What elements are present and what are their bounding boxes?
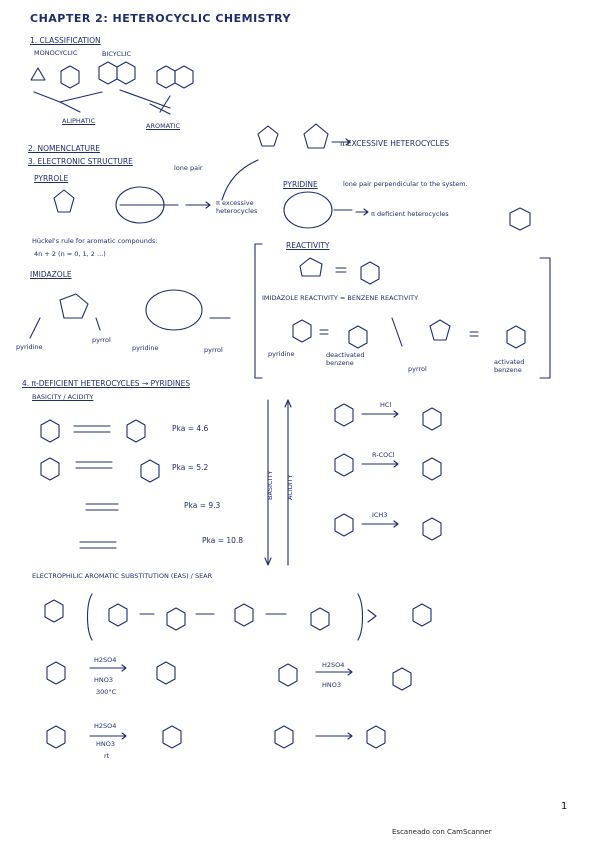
label-reactivity: REACTIVITY xyxy=(286,241,330,250)
label-activated-benzene: activated benzene xyxy=(494,358,525,374)
label-pyrrol-like-2: pyrrol xyxy=(204,346,223,354)
label-imidazole: IMIDAZOLE xyxy=(30,270,72,279)
reagent-hno3-3: HNO3 xyxy=(96,740,116,748)
pyridine-sketch-3 xyxy=(292,319,312,343)
reagent-h2so4-2: H2SO4 xyxy=(322,661,345,669)
pyrrole-sketch-2 xyxy=(429,319,451,341)
label-pi-excessive-top: π EXCESSIVE HETEROCYCLES xyxy=(340,139,450,148)
reagent-hno3-2: HNO3 xyxy=(322,681,342,689)
label-pyrrol-r: pyrrol xyxy=(408,365,427,373)
section-pi-deficient: 4. π-DEFICIENT HETEROCYCLES → PYRIDINES xyxy=(22,379,191,388)
section-nomenclature: 2. NOMENCLATURE xyxy=(28,144,101,153)
furan-sketch xyxy=(257,125,279,147)
label-pyridine-note: lone pair perpendicular to the system. xyxy=(343,180,468,188)
reagent-hno3-1: HNO3 xyxy=(94,676,114,684)
reagent-ch3i: ICH3 xyxy=(372,511,388,519)
pyridine-sketch-2 xyxy=(509,207,531,231)
label-aliphatic: ALIPHATIC xyxy=(62,117,96,125)
label-lone-pair: lone pair xyxy=(174,164,203,172)
phenol-sketch xyxy=(506,325,526,349)
imidazole-orbitals xyxy=(145,289,203,331)
section-electronic: 3. ELECTRONIC STRUCTURE xyxy=(28,157,133,166)
label-deactivated-benzene: deactivated benzene xyxy=(326,351,365,367)
benzene-sketch-1 xyxy=(360,261,380,285)
reagent-rcocl: R-COCl xyxy=(372,451,395,459)
section-classification: 1. CLASSIFICATION xyxy=(30,36,101,45)
label-pyridine-like-1: pyridine xyxy=(16,343,43,351)
aniline-sketch xyxy=(40,419,60,443)
label-pka2: Pka = 5.2 xyxy=(172,463,209,472)
label-bicyclic: BICYCLIC xyxy=(102,50,132,58)
scanner-footer: Escaneado con CamScanner xyxy=(392,828,492,836)
pyridine-sketch-1 xyxy=(60,65,80,89)
imidazole-sketch xyxy=(59,293,89,319)
imidazole-sketch-2 xyxy=(299,257,323,277)
page-title: CHAPTER 2: HETEROCYCLIC CHEMISTRY xyxy=(30,12,291,25)
reagent-rt: rt xyxy=(104,752,110,760)
page-number: 1 xyxy=(561,801,568,812)
label-pka1: Pka = 4.6 xyxy=(172,424,209,433)
label-pyridine: PYRIDINE xyxy=(283,180,318,189)
label-pka3: Pka = 9.3 xyxy=(184,501,221,510)
reagent-h2so4-3: H2SO4 xyxy=(94,722,117,730)
label-pyridine-like-2: pyridine xyxy=(132,344,159,352)
label-eas: ELECTROPHILIC AROMATIC SUBSTITUTION (EAS… xyxy=(32,572,213,580)
label-aromatic: AROMATIC xyxy=(146,122,181,130)
label-reactivity-note: IMIDAZOLE REACTIVITY ≃ BENZENE REACTIVIT… xyxy=(262,294,419,302)
bicyclic-sketch xyxy=(116,61,136,85)
label-pi-excessive: π excessive heterocycles xyxy=(216,199,258,215)
pyrrole-sketch xyxy=(53,189,75,213)
label-basicity: BASICITY / ACIDITY xyxy=(32,393,94,401)
label-pyrrole: PYRROLE xyxy=(34,174,69,183)
thiophene-sketch xyxy=(303,123,329,149)
reagent-h2so4-1: H2SO4 xyxy=(94,656,117,664)
reagent-temp: 300°C xyxy=(96,688,117,696)
cyclopropane-sketch xyxy=(30,67,46,81)
nitrobenzene-sketch xyxy=(348,325,368,349)
reagent-hcl: HCl xyxy=(380,401,392,409)
label-monocyclic: MONOCYCLIC xyxy=(34,49,78,57)
pyridine-sketch-4 xyxy=(40,457,60,481)
label-pyrrol-like-1: pyrrol xyxy=(92,336,111,344)
label-pyridine-r: pyridine xyxy=(268,350,295,358)
label-huckel: Hückel's rule for aromatic compounds: xyxy=(32,237,158,245)
pyridine-orbitals xyxy=(283,191,333,229)
label-pka4: Pka = 10.8 xyxy=(202,536,244,545)
quinoline-sketch xyxy=(174,65,194,89)
label-pi-deficient: π deficient heterocycles xyxy=(371,210,449,218)
label-huckel-formula: 4n + 2 (n = 0, 1, 2 ...) xyxy=(34,250,106,258)
